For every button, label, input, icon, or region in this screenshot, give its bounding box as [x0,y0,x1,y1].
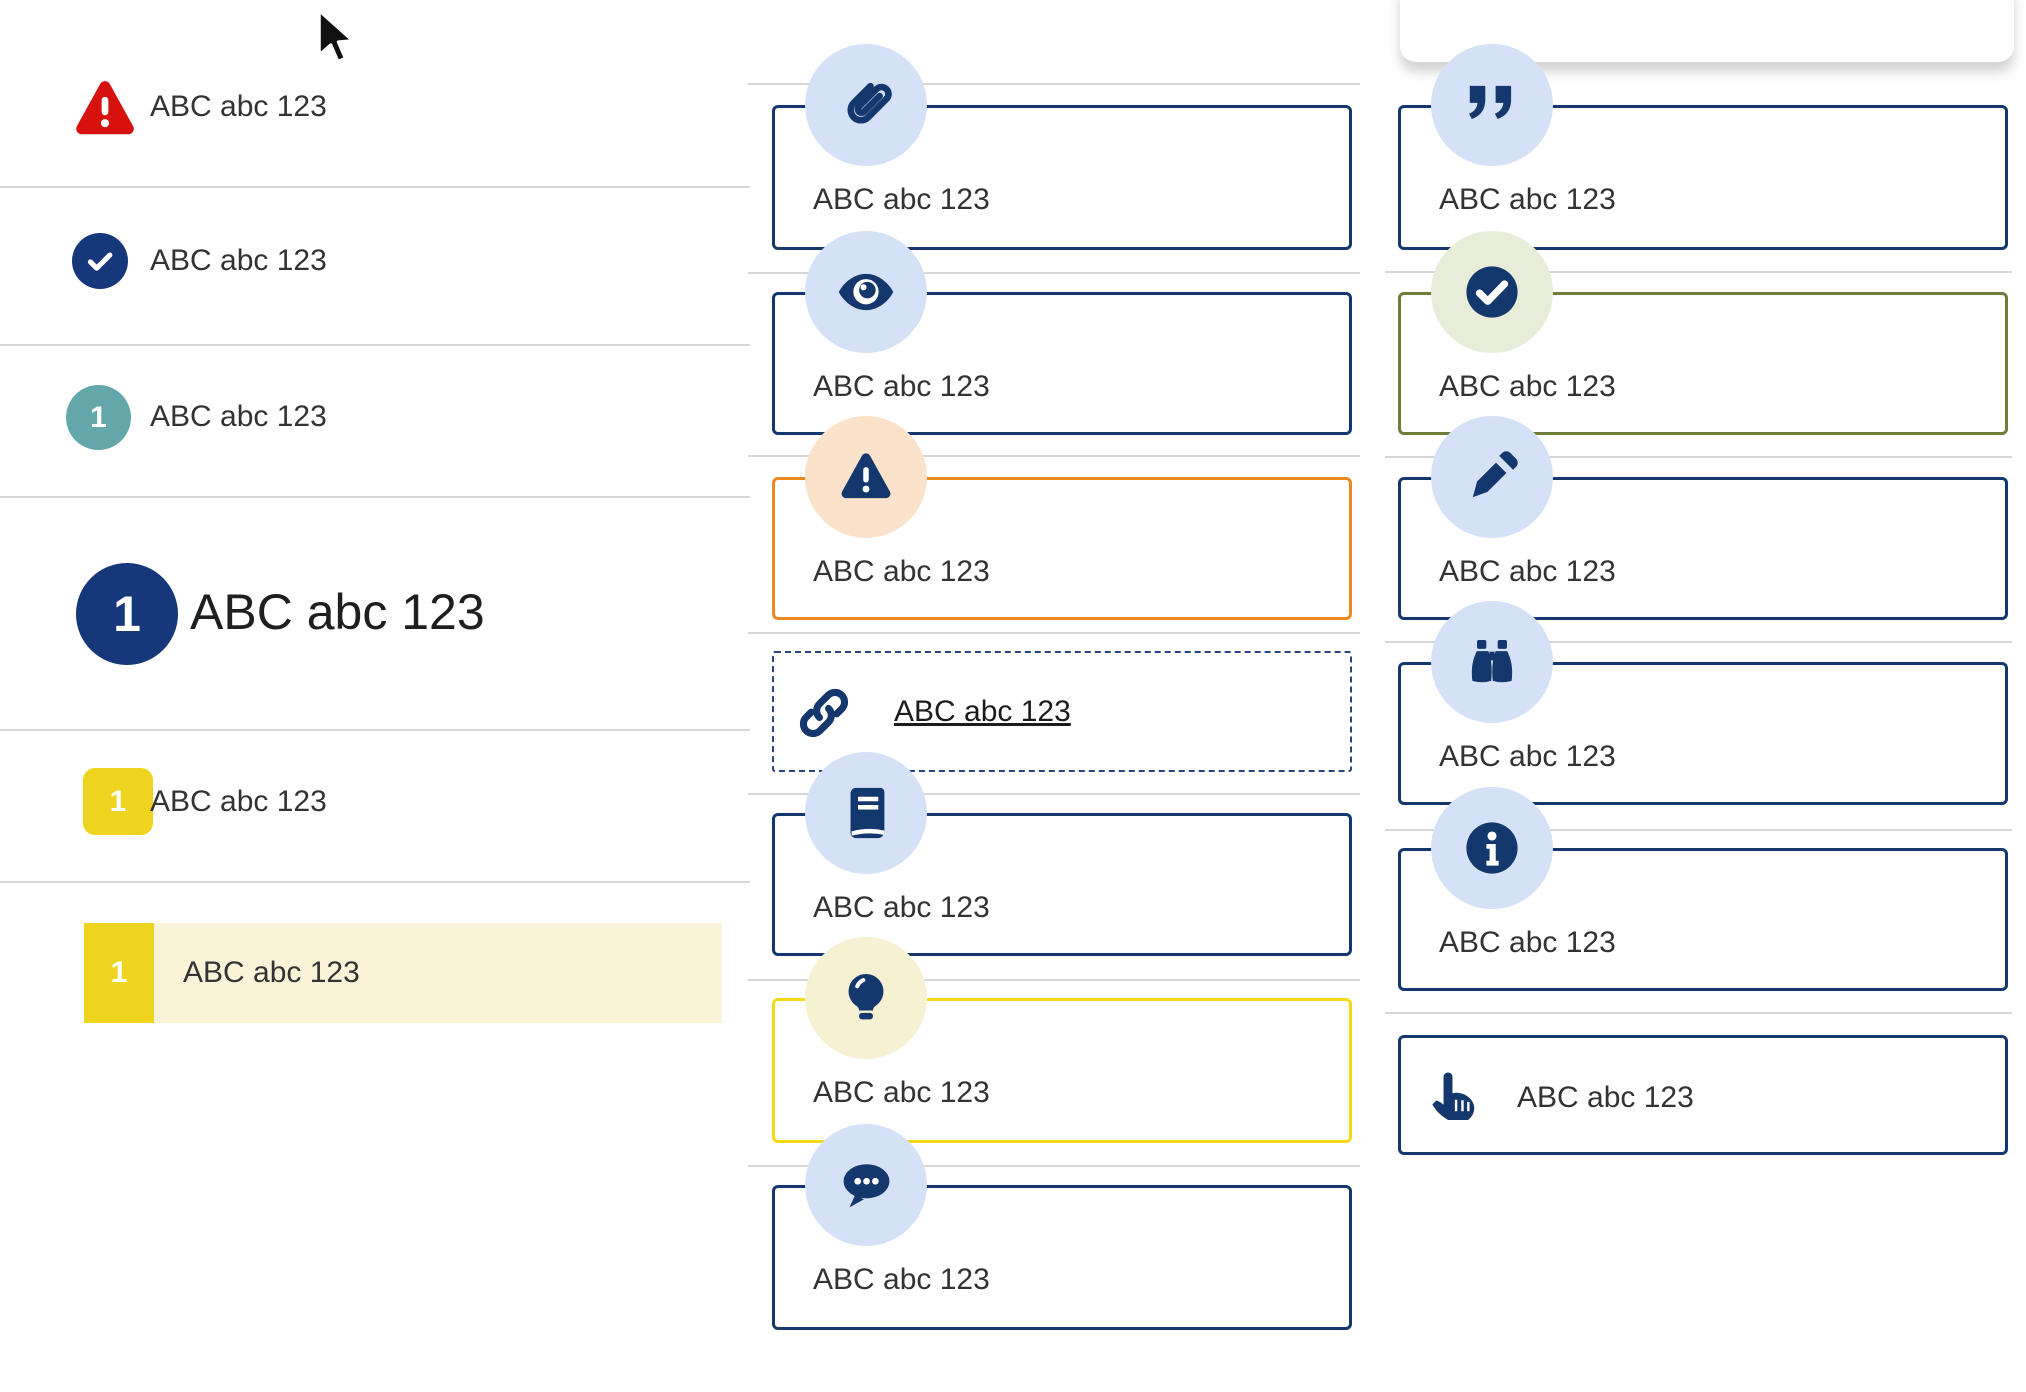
list-item-label: ABC abc 123 [190,584,485,640]
alert-triangle-icon [805,416,927,538]
callout-label: ABC abc 123 [1517,1081,1694,1114]
list-item-label: ABC abc 123 [150,90,327,123]
divider [748,632,1360,634]
badge-number: 1 [90,400,107,434]
list-item-label: ABC abc 123 [150,400,327,433]
divider [748,272,1360,274]
callout-label: ABC abc 123 [1439,740,1616,773]
quote-icon [1431,44,1553,166]
callout-label: ABC abc 123 [1439,555,1616,588]
divider [748,83,1360,85]
divider [0,186,750,188]
callout-label: ABC abc 123 [813,555,990,588]
divider [1385,641,2012,643]
list-item-label: ABC abc 123 [183,956,360,989]
eye-icon [805,231,927,353]
speech-bubble-icon [805,1124,927,1246]
badge-number: 1 [109,784,127,818]
number-badge-teal: 1 [66,385,131,450]
callout-label: ABC abc 123 [1439,183,1616,216]
callout-link-text[interactable]: ABC abc 123 [894,695,1071,728]
number-badge-large: 1 [76,563,178,665]
list-item-label: ABC abc 123 [150,785,327,818]
check-circle-icon [1431,231,1553,353]
check-circle-icon [72,233,128,289]
divider [1385,271,2012,273]
binoculars-icon [1431,601,1553,723]
badge-number: 1 [113,586,141,642]
book-icon [805,752,927,874]
lightbulb-icon [805,937,927,1059]
badge-number: 1 [110,956,128,989]
callout-action[interactable]: ABC abc 123 [1398,1035,2008,1155]
callout-label: ABC abc 123 [813,1263,990,1296]
divider [748,793,1360,795]
info-icon [1431,787,1553,909]
pointer-hand-icon [1419,1064,1483,1133]
callout-attachment: ABC abc 123 [772,105,1352,250]
callout-label: ABC abc 123 [1439,370,1616,403]
callout-link: ABC abc 123 [772,651,1352,772]
divider [0,496,750,498]
callout-label: ABC abc 123 [813,183,990,216]
divider [0,881,750,883]
pencil-icon [1431,416,1553,538]
link-icon [790,679,858,752]
callout-label: ABC abc 123 [813,1076,990,1109]
callout-label: ABC abc 123 [813,370,990,403]
divider [748,1165,1360,1167]
callout-edit: ABC abc 123 [1398,477,2008,620]
alert-triangle-icon [70,73,140,148]
divider [748,455,1360,457]
divider [0,344,750,346]
number-badge-yellow: 1 [83,768,153,835]
number-badge-yellow: 1 [84,923,154,1023]
divider [748,979,1360,981]
divider [0,729,750,731]
divider [1385,1012,2012,1014]
callout-label: ABC abc 123 [813,891,990,924]
divider [1385,829,2012,831]
mouse-cursor-icon [316,6,356,75]
paperclip-icon [805,44,927,166]
divider [1385,456,2012,458]
callout-label: ABC abc 123 [1439,926,1616,959]
highlight-row-background [84,923,722,1023]
list-item-label: ABC abc 123 [150,244,327,277]
